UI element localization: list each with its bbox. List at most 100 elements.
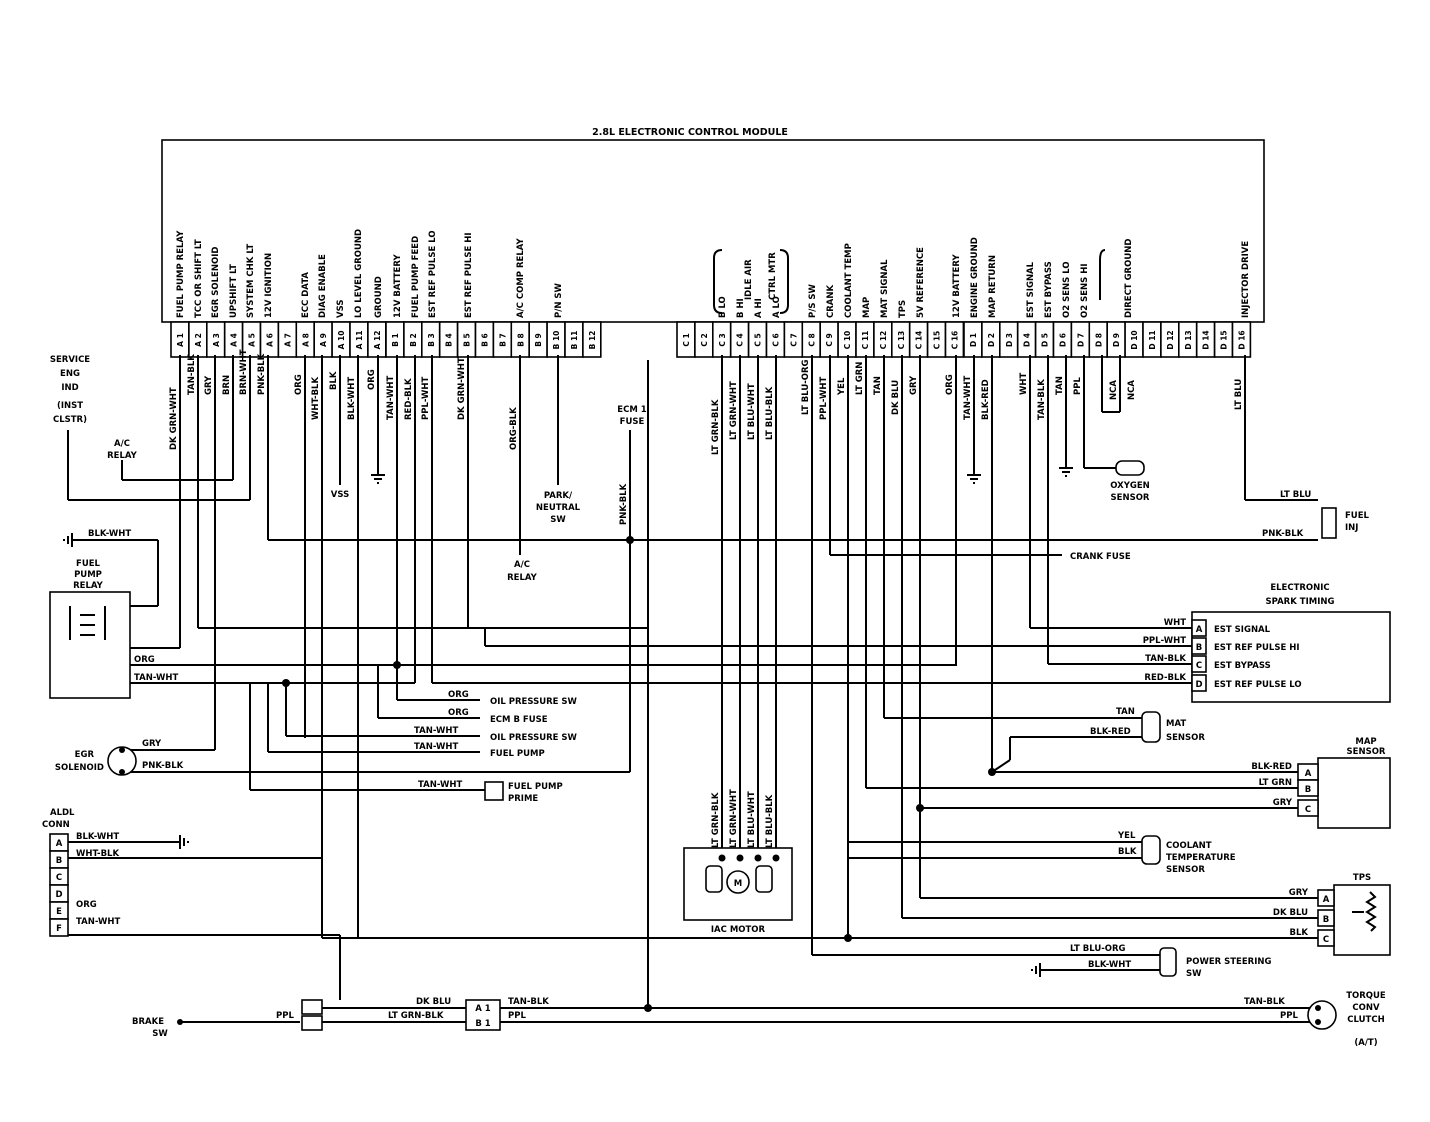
pin-label-b-4: B 4 [445, 333, 454, 347]
vss-label: VSS [331, 490, 349, 500]
oxygen-sensor-body [1115, 460, 1145, 476]
iac-motor-symbol [726, 870, 750, 894]
wire-tan-wht-prime: TAN-WHT [418, 780, 462, 790]
pin-label-a-4: A 4 [230, 333, 239, 347]
wire-right-14: BLK-RED [981, 379, 991, 420]
fuel-pump: FUEL PUMP [490, 749, 545, 759]
est-wire-3: TAN-BLK [1145, 654, 1186, 664]
park-neutral-1: PARK/ [544, 491, 573, 501]
ecm-function-left-4: UPSHIFT LT [229, 264, 239, 318]
torque-conv-3: CLUTCH [1347, 1015, 1384, 1025]
map-wire-3: GRY [1273, 798, 1293, 808]
ecm-function-right-3: B LO [718, 296, 728, 318]
est-label-3: EST BYPASS [1214, 661, 1271, 671]
wire-left-8: WHT-BLK [311, 377, 321, 420]
coolant-2: TEMPERATURE [1166, 853, 1236, 863]
pin-label-d-8: D 8 [1094, 333, 1103, 347]
ac-relay-bottom-1: A/C [514, 560, 530, 570]
pin-label-c-9: C 9 [825, 333, 834, 346]
wire-right-7: YEL [837, 377, 847, 396]
ecm-function-right-22: INJECTOR DRIVE [1241, 241, 1251, 318]
ecm-function-left-13: FUEL PUMP FEED [411, 236, 421, 318]
fuel-inj-1: FUEL [1345, 511, 1370, 521]
est-pin-b [1191, 637, 1207, 655]
aldl-pin-label-3: C [56, 873, 62, 883]
oil-pressure-sw-1: OIL PRESSURE SW [490, 697, 578, 707]
ecm-function-left-9: VSS [336, 300, 346, 318]
tps-pin-label-1: A [1323, 895, 1330, 905]
mat-sensor-1: MAT [1166, 719, 1186, 729]
fuel-pump-relay-2: PUMP [74, 570, 102, 580]
pin-label-d-15: D 15 [1220, 330, 1229, 349]
iac-bracket-right [779, 249, 789, 314]
wire-right-8: LT GRN [855, 362, 865, 395]
wire-left-3: GRY [204, 375, 214, 395]
pin-label-c-15: C 15 [933, 331, 942, 350]
aldl-wire-5: ORG [76, 900, 97, 910]
ecm-function-left-11: GROUND [374, 276, 384, 318]
est-pin-label-3: C [1196, 661, 1202, 671]
wire-gry-egr: GRY [142, 739, 162, 749]
pin-label-b-1: B 1 [391, 333, 400, 347]
coolant-1: COOLANT [1166, 841, 1212, 851]
pin-label-d-9: D 9 [1112, 333, 1121, 347]
wire-tan-blk-tcc: TAN-BLK [1244, 997, 1285, 1007]
horizontal-wires [67, 430, 1337, 1023]
pin-label-a-1: A 1 [176, 333, 185, 347]
iac-wire-4: LT BLU-BLK [765, 794, 775, 848]
map-pin-label-3: C [1305, 805, 1311, 815]
aldl-conn-1: ALDL [50, 808, 75, 818]
aldl-pin-label-1: A [56, 839, 63, 849]
pin-label-d-7: D 7 [1076, 333, 1085, 347]
aldl-pin-f [49, 918, 69, 937]
power-steering-1: POWER STEERING [1186, 957, 1271, 967]
est-pin-d [1191, 674, 1207, 692]
pin-label-b-8: B 8 [516, 333, 525, 347]
wire-right-11: GRY [909, 375, 919, 395]
pin-label-d-2: D 2 [987, 333, 996, 347]
wire-pnk-blk-inj: PNK-BLK [1262, 529, 1304, 539]
fuel-pump-prime-2: PRIME [508, 794, 538, 804]
iac-wire-2: LT GRN-WHT [729, 789, 739, 848]
oxygen-sensor-2: SENSOR [1111, 493, 1150, 503]
wire-lt-blu-org-ps: LT BLU-ORG [1070, 944, 1126, 954]
pin-label-c-7: C 7 [789, 333, 798, 346]
tps-pin-label-3: C [1323, 935, 1329, 945]
fuel-pump-relay-3: RELAY [73, 581, 104, 591]
ecm-function-right-2: CTRL MTR [768, 252, 778, 300]
pin-label-d-1: D 1 [969, 333, 978, 347]
pin-label-a-5: A 5 [248, 333, 257, 347]
pin-label-c-10: C 10 [843, 331, 852, 350]
pin-b-12 [582, 321, 602, 358]
pin-label-d-4: D 4 [1023, 333, 1032, 347]
wire-left-12: TAN-WHT [386, 376, 396, 420]
wire-org-relay: ORG [134, 655, 155, 665]
tps-wire-1: GRY [1289, 888, 1309, 898]
pin-label-a-12: A 12 [373, 331, 382, 350]
ecm-function-right-13: 5V REFERENCE [916, 247, 926, 318]
tps-pin-b [1317, 909, 1335, 927]
wire-right-16: TAN-BLK [1037, 379, 1047, 420]
pin-label-d-10: D 10 [1130, 330, 1139, 349]
park-neutral-3: SW [550, 515, 566, 525]
wire-left-17: PNK-BLK [619, 483, 629, 525]
pin-label-b-2: B 2 [409, 333, 418, 347]
wire-left-14: PPL-WHT [421, 376, 431, 420]
aldl-conn-2: CONN [42, 820, 70, 830]
ecm-function-right-15: ENGINE GROUND [970, 237, 980, 318]
ecm-function-right-8: CRANK [826, 285, 836, 318]
wire-ppl-conn: PPL [508, 1011, 526, 1021]
tps-label: TPS [1353, 873, 1371, 883]
fuel-pump-relay-box [49, 591, 131, 699]
map-pin-c [1297, 799, 1319, 817]
wire-right-10: DK BLU [891, 380, 901, 415]
est-pin-label-2: B [1196, 643, 1202, 653]
ecm-function-right-18: EST BYPASS [1044, 261, 1054, 318]
map-sensor-2: SENSOR [1347, 747, 1386, 757]
wire-right-17: TAN [1055, 376, 1065, 395]
wire-pnk-blk-egr: PNK-BLK [142, 761, 184, 771]
pin-label-c-5: C 5 [754, 333, 763, 346]
